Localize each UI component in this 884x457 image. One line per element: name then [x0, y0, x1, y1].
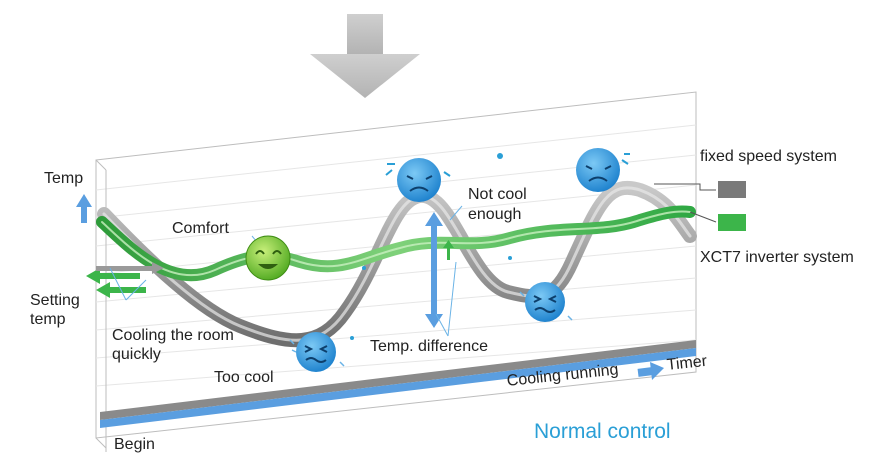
floor-bar-blue: [100, 348, 696, 428]
too-cool-face-icon: [289, 332, 345, 372]
comfort-label: Comfort: [172, 220, 229, 237]
floor-bar-grey: [100, 340, 696, 420]
normal-control-title: Normal control: [534, 420, 671, 443]
temp-label: Temp: [44, 170, 84, 187]
too-cool-face-2-icon: [519, 282, 573, 322]
inverter-curve: [96, 205, 696, 282]
legend-line-inverter: [689, 211, 717, 223]
temp-difference-label: Temp. difference: [370, 338, 488, 355]
temp-difference-arrow-icon: [425, 212, 454, 328]
cooling-running-arrow-icon: [637, 362, 664, 380]
legend-swatch-inverter: [718, 214, 746, 231]
setting-temp-label-line2: temp: [30, 311, 66, 328]
not-cool-face-2-icon: [576, 148, 630, 192]
not-cool-face-icon: [385, 158, 451, 202]
not-cool-label-line2: enough: [468, 206, 522, 223]
legend-label-inverter: XCT7 inverter system: [700, 249, 854, 266]
legend-swatch-fixed: [718, 181, 746, 198]
fixed-speed-curve: [97, 180, 697, 348]
cooling-room-label-line2: quickly: [112, 346, 161, 363]
not-cool-label-line1: Not cool: [468, 186, 527, 203]
cooling-room-label-line1: Cooling the room: [112, 327, 234, 344]
setting-temp-label-line1: Setting: [30, 292, 80, 309]
begin-label: Begin: [114, 436, 155, 453]
legend-line-fixed: [654, 183, 716, 191]
comfort-face-icon: [245, 235, 291, 281]
temp-up-arrow-icon: [76, 194, 92, 223]
down-arrow-icon: [310, 14, 420, 98]
too-cool-label: Too cool: [214, 369, 274, 386]
setting-temp-arrows-icon: [86, 262, 164, 298]
leader-lines: [109, 205, 463, 337]
legend-label-fixed: fixed speed system: [700, 148, 837, 165]
